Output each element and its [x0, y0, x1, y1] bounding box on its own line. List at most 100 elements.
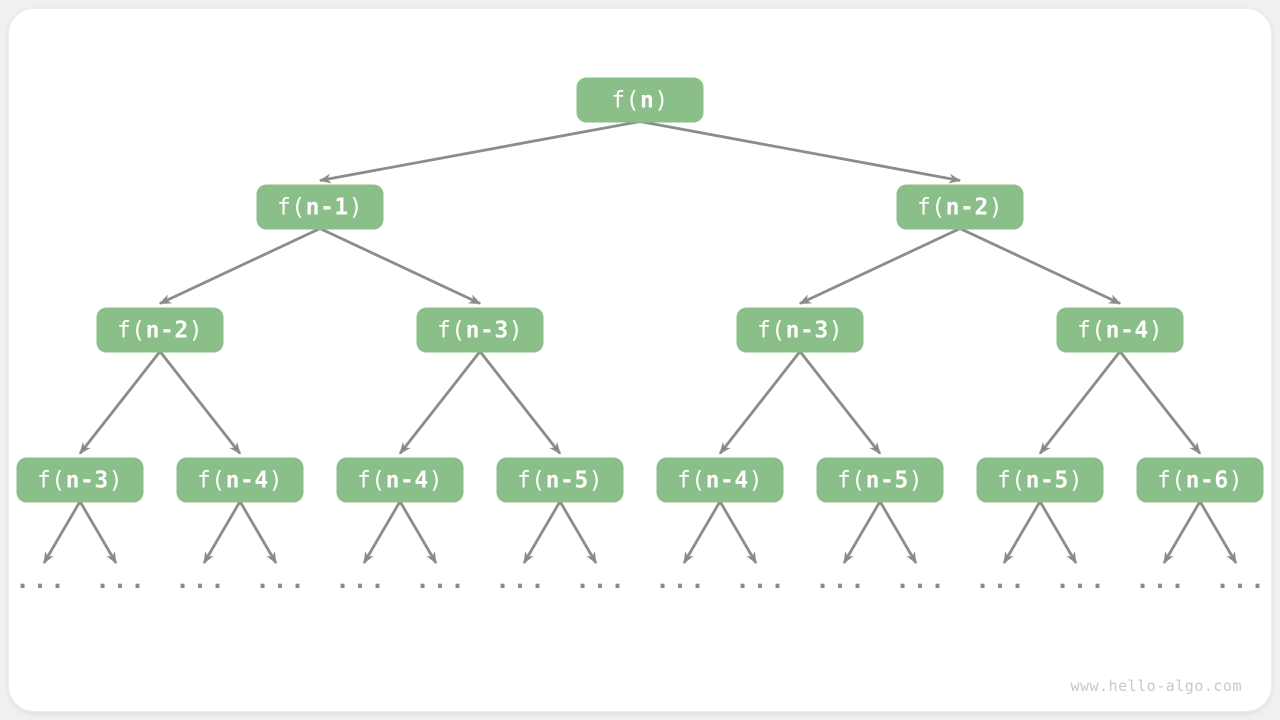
node-label-arg: n-3	[785, 317, 829, 343]
tree-node: f(n-2)	[96, 307, 224, 353]
node-label-suffix: )	[828, 317, 844, 343]
tree-node: f(n-5)	[976, 457, 1104, 503]
canvas-card	[8, 8, 1272, 712]
tree-edge	[842, 500, 882, 564]
tree-edge	[42, 500, 82, 564]
tree-edge	[1118, 350, 1202, 455]
tree-edge	[319, 227, 481, 305]
tree-edge	[318, 120, 641, 184]
node-label-arg: n-4	[705, 467, 749, 493]
tree-edge	[1038, 500, 1078, 564]
node-label-arg: n-3	[465, 317, 509, 343]
tree-edge	[362, 500, 402, 564]
ellipsis-label: ...	[175, 566, 228, 595]
tree-edge	[878, 500, 918, 564]
tree-edge	[478, 350, 562, 455]
tree-edge	[1002, 500, 1042, 564]
ellipsis-label: ...	[95, 566, 148, 595]
tree-node: f(n-4)	[656, 457, 784, 503]
node-label-suffix: )	[988, 194, 1004, 220]
node-label-suffix: )	[1228, 467, 1244, 493]
node-label-arg: n-4	[225, 467, 269, 493]
node-label-prefix: f(	[916, 194, 946, 220]
tree-edge	[398, 500, 438, 564]
node-label-suffix: )	[654, 87, 669, 113]
node-label-suffix: )	[1148, 317, 1164, 343]
tree-edge	[682, 500, 722, 564]
node-label-prefix: f(	[996, 467, 1026, 493]
edge-layer	[42, 120, 1238, 564]
ellipsis-label: ...	[735, 566, 788, 595]
tree-edge	[78, 350, 162, 455]
tree-edge	[959, 227, 1121, 305]
node-label-arg: n-2	[145, 317, 189, 343]
node-label-arg: n-5	[865, 467, 909, 493]
node-label-prefix: f(	[276, 194, 306, 220]
node-label-prefix: f(	[196, 467, 226, 493]
tree-edge	[718, 500, 758, 564]
ellipsis-label: ...	[495, 566, 548, 595]
node-label-arg: n-6	[1185, 467, 1229, 493]
ellipsis-label: ...	[255, 566, 308, 595]
ellipsis-label: ...	[815, 566, 868, 595]
tree-node: f(n-3)	[416, 307, 544, 353]
node-label-suffix: )	[1068, 467, 1084, 493]
node-label-suffix: )	[908, 467, 924, 493]
node-label-prefix: f(	[436, 317, 466, 343]
ellipsis-label: ...	[15, 566, 68, 595]
ellipsis-label: ...	[975, 566, 1028, 595]
ellipsis-label: ...	[895, 566, 948, 595]
watermark: www.hello-algo.com	[1070, 677, 1242, 695]
tree-edge	[1198, 500, 1238, 564]
tree-node: f(n-4)	[1056, 307, 1184, 353]
tree-node: f(n-4)	[176, 457, 304, 503]
tree-node: f(n)	[576, 77, 704, 123]
node-label-suffix: )	[508, 317, 524, 343]
ellipsis-label: ...	[1215, 566, 1268, 595]
node-label-suffix: )	[348, 194, 364, 220]
node-label-arg: n-1	[305, 194, 349, 220]
tree-edge	[78, 500, 118, 564]
node-label-prefix: f(	[516, 467, 546, 493]
node-label-suffix: )	[428, 467, 444, 493]
tree-edge	[1038, 350, 1122, 455]
tree-edge	[158, 350, 242, 455]
tree-edge	[718, 350, 802, 455]
tree-edge	[202, 500, 242, 564]
tree-edge	[1162, 500, 1202, 564]
node-label-suffix: )	[268, 467, 284, 493]
tree-node: f(n-5)	[816, 457, 944, 503]
node-label-suffix: )	[188, 317, 204, 343]
tree-edge	[398, 350, 482, 455]
tree-node: f(n-3)	[736, 307, 864, 353]
node-label-prefix: f(	[756, 317, 786, 343]
node-label-prefix: f(	[836, 467, 866, 493]
node-label-arg: n-2	[945, 194, 989, 220]
tree-node: f(n-6)	[1136, 457, 1264, 503]
node-label-prefix: f(	[1156, 467, 1186, 493]
node-label-prefix: f(	[356, 467, 386, 493]
node-label-suffix: )	[108, 467, 124, 493]
tree-edge	[238, 500, 278, 564]
ellipsis-label: ...	[655, 566, 708, 595]
tree-node: f(n-5)	[496, 457, 624, 503]
tree-edge	[639, 120, 962, 184]
node-label-suffix: )	[588, 467, 604, 493]
ellipsis-label: ...	[575, 566, 628, 595]
node-label-suffix: )	[748, 467, 764, 493]
tree-node: f(n-2)	[896, 184, 1024, 230]
tree-edge	[799, 227, 961, 305]
node-label-prefix: f(	[116, 317, 146, 343]
tree-node: f(n-1)	[256, 184, 384, 230]
tree-node: f(n-4)	[336, 457, 464, 503]
node-label-prefix: f(	[611, 87, 640, 113]
node-label-arg: n-3	[65, 467, 109, 493]
node-label-arg: n-4	[1105, 317, 1149, 343]
ellipsis-label: ...	[1055, 566, 1108, 595]
node-label-arg: n-5	[1025, 467, 1069, 493]
tree-edge	[798, 350, 882, 455]
tree-node: f(n-3)	[16, 457, 144, 503]
node-label-arg: n-5	[545, 467, 589, 493]
